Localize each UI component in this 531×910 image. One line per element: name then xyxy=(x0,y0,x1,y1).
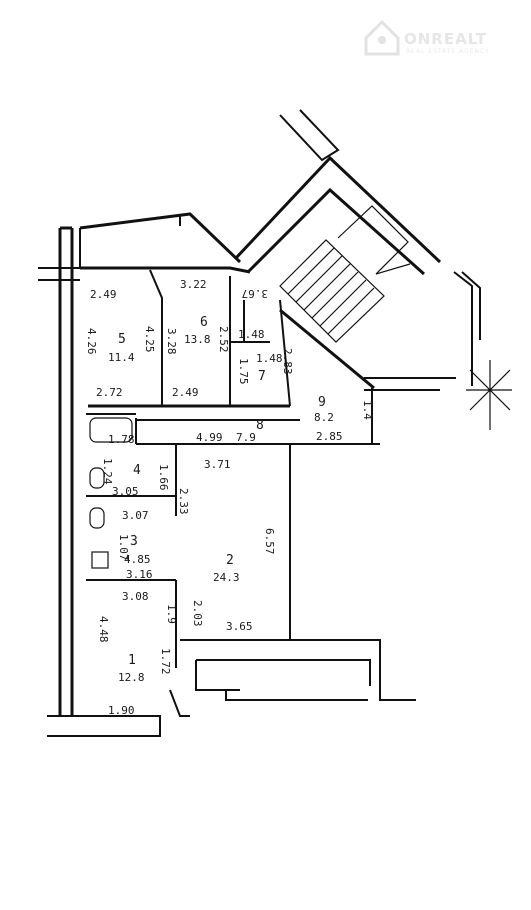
dimension-label: 3.65 xyxy=(226,620,253,633)
dimension-label: 2.03 xyxy=(191,600,204,627)
dimension-label: 3.05 xyxy=(112,485,139,498)
watermark-tagline: REAL ESTATE AGENCY xyxy=(406,48,490,55)
house-logo-icon xyxy=(364,19,400,56)
room-number-1: 1 xyxy=(128,653,136,668)
room-number-8: 8 xyxy=(256,418,264,433)
toilet-icon xyxy=(89,507,105,529)
dimension-label: 6.57 xyxy=(263,528,276,555)
room-area-3: 4.85 xyxy=(124,553,151,566)
dimension-label: 1.48 xyxy=(256,352,283,365)
sink-icon xyxy=(89,467,105,489)
dimension-label: 2.72 xyxy=(96,386,123,399)
dimension-label: 3.67 xyxy=(242,287,269,300)
room-number-7: 7 xyxy=(258,369,266,384)
watermark-logo: ONREALT REAL ESTATE AGENCY xyxy=(364,19,490,56)
dimension-label: 1.90 xyxy=(108,704,135,717)
room-area-8: 4.99 xyxy=(196,431,223,444)
dimension-label: 3.16 xyxy=(126,568,153,581)
stove-icon xyxy=(91,551,109,569)
dimension-label: 2.33 xyxy=(177,488,190,515)
dimension-label: 3.28 xyxy=(165,328,178,355)
dimension-label: 3.07 xyxy=(122,509,149,522)
dimension-label: 3.71 xyxy=(204,458,231,471)
dimension-label: 1.75 xyxy=(237,358,250,385)
room-area-6: 13.8 xyxy=(184,333,211,346)
dimension-label: 2.52 xyxy=(217,326,230,353)
dimension-label: 2.49 xyxy=(90,288,117,301)
dimension-label: 1.24 xyxy=(101,458,114,485)
room-number-6: 6 xyxy=(200,315,208,330)
dimension-labels: 2.49 3.22 3.67 4.26 4.25 3.28 2.52 1.48 … xyxy=(85,278,374,717)
watermark-brand: ONREALT xyxy=(404,30,487,48)
dimension-label: 2.83 xyxy=(281,348,294,375)
room-number-4: 4 xyxy=(133,463,141,478)
dimension-label: 2.49 xyxy=(172,386,199,399)
dimension-label: 4.48 xyxy=(97,616,110,643)
dimension-label: 1.48 xyxy=(238,328,265,341)
room-area-5: 11.4 xyxy=(108,351,135,364)
dimension-label: 1.07 xyxy=(117,534,130,561)
room-area-9: 8.2 xyxy=(314,411,334,424)
bathtub-icon xyxy=(89,417,133,443)
room-area-1: 12.8 xyxy=(118,671,145,684)
logo-dot-icon xyxy=(378,36,386,44)
dimension-label: 1.9 xyxy=(165,604,178,624)
dimension-label: 1.4 xyxy=(361,400,374,420)
room-number-3: 3 xyxy=(130,534,138,549)
dimension-label: 1.78 xyxy=(108,433,135,446)
dimension-label: 4.26 xyxy=(85,328,98,355)
dimension-label: 3.08 xyxy=(122,590,149,603)
dimension-label: 7.9 xyxy=(236,431,256,444)
room-area-2: 24.3 xyxy=(213,571,240,584)
staircase xyxy=(279,205,411,343)
dimension-label: 4.25 xyxy=(143,326,156,353)
dimension-label: 2.85 xyxy=(316,430,343,443)
room-number-9: 9 xyxy=(318,395,326,410)
room-labels: 1 12.8 2 24.3 3 4.85 4 5 11.4 6 13.8 7 8… xyxy=(108,315,334,684)
dimension-label: 1.66 xyxy=(157,464,170,491)
dimension-label: 3.22 xyxy=(180,278,207,291)
room-number-2: 2 xyxy=(226,553,234,568)
room-number-5: 5 xyxy=(118,332,126,347)
walls xyxy=(38,109,512,737)
dimension-label: 1.72 xyxy=(159,648,172,675)
